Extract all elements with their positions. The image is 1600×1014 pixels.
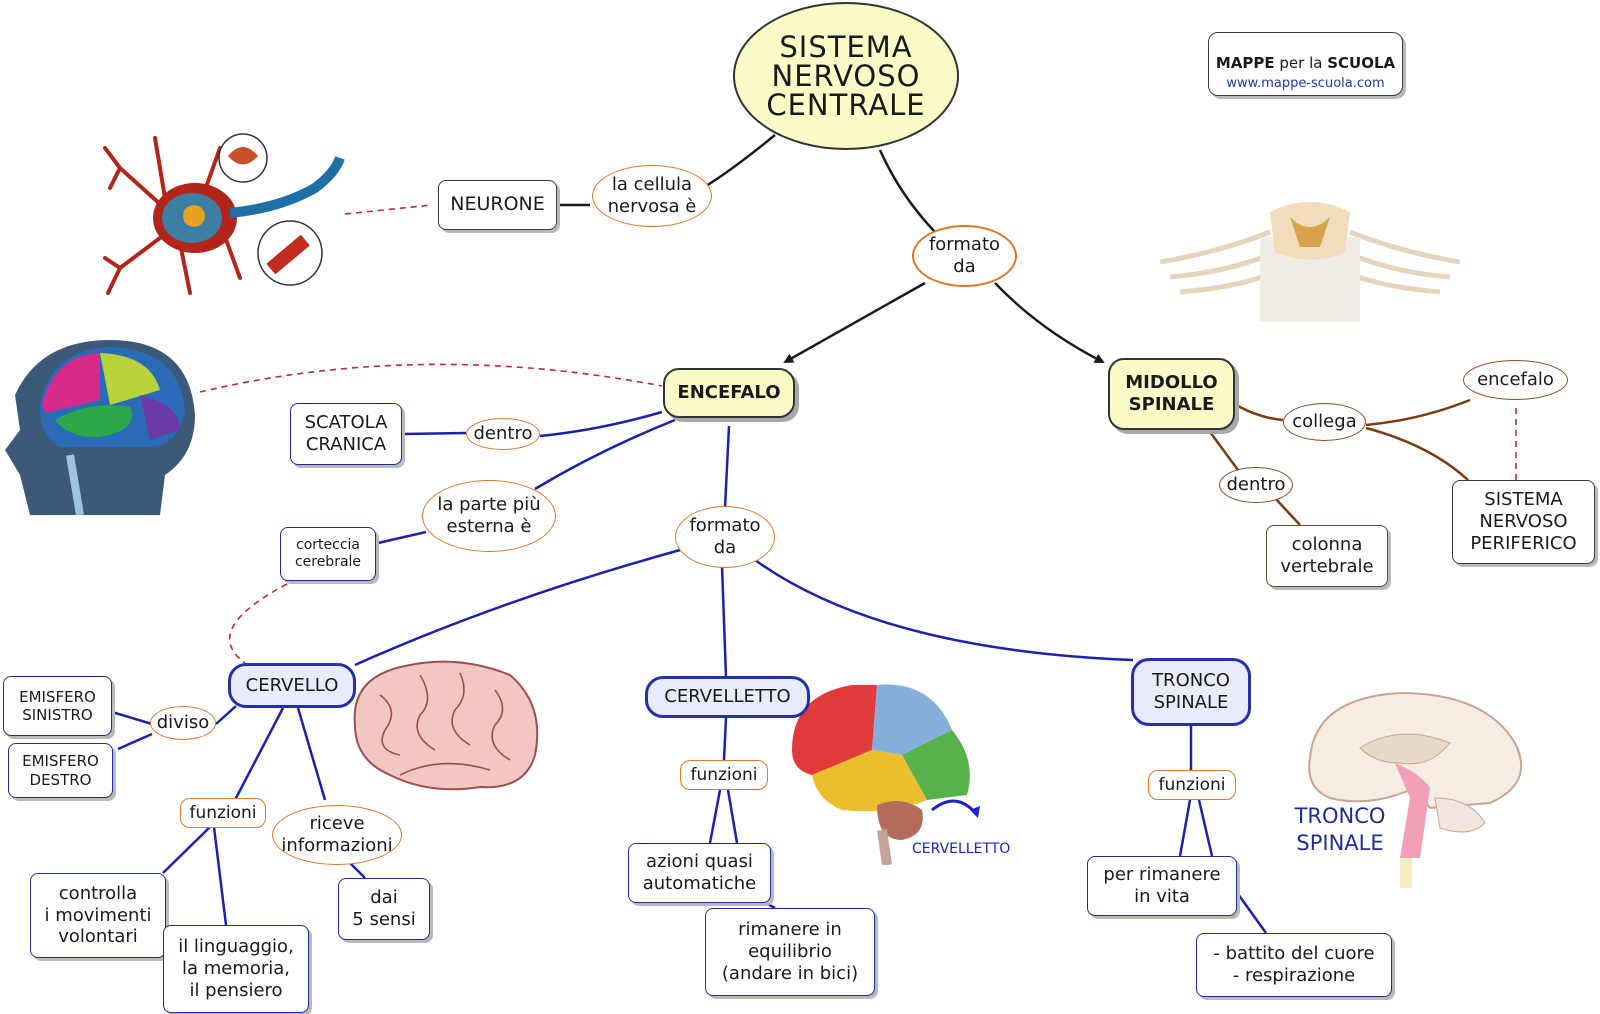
encefalo-node[interactable]: ENCEFALO <box>663 368 795 418</box>
cervelletto-caption: CERVELLETTO <box>912 841 1010 857</box>
brain-lobes-illustration: CERVELLETTO <box>792 684 1010 865</box>
funzioni-tronco-label[interactable]: funzioni <box>1148 770 1236 800</box>
linguaggio-node[interactable]: il linguaggio, la memoria, il pensiero <box>163 925 309 1013</box>
rimanere-vita-node[interactable]: per rimanere in vita <box>1087 856 1237 916</box>
controlla-movimenti-node[interactable]: controlla i movimenti volontari <box>30 873 166 958</box>
head-brain-illustration <box>5 340 195 515</box>
parte-esterna-label[interactable]: la parte più esterna è <box>422 480 556 552</box>
brain-section-illustration <box>1308 691 1523 888</box>
brand-url: www.mappe-scuola.com <box>1226 76 1385 92</box>
azioni-automatiche-node[interactable]: azioni quasi automatiche <box>628 843 771 903</box>
collega-label[interactable]: collega <box>1283 403 1366 441</box>
dentro-midollo-label[interactable]: dentro <box>1219 467 1293 503</box>
funzioni-cervello-label[interactable]: funzioni <box>180 798 266 828</box>
cervello-node[interactable]: CERVELLO <box>228 663 356 708</box>
colonna-vertebrale-node[interactable]: colonna vertebrale <box>1266 525 1388 587</box>
sistema-nervoso-periferico-node[interactable]: SISTEMA NERVOSO PERIFERICO <box>1452 480 1595 564</box>
midollo-spinale-node[interactable]: MIDOLLO SPINALE <box>1108 358 1235 430</box>
cervelletto-node[interactable]: CERVELLETTO <box>645 676 810 718</box>
funzioni-cervelletto-label[interactable]: funzioni <box>680 760 768 790</box>
neurone-node[interactable]: NEURONE <box>438 180 557 230</box>
tronco-spinale-node[interactable]: TRONCO SPINALE <box>1131 658 1251 726</box>
cellula-nervosa-label[interactable]: la cellula nervosa è <box>592 165 712 227</box>
battito-respirazione-node[interactable]: - battito del cuore - respirazione <box>1196 933 1392 997</box>
emisfero-destro-node[interactable]: EMISFERO DESTRO <box>8 743 113 798</box>
brand-box[interactable]: MAPPE per la SCUOLA www.mappe-scuola.com <box>1208 32 1403 96</box>
equilibrio-node[interactable]: rimanere in equilibrio (andare in bici) <box>705 908 875 996</box>
cerebrum-illustration <box>353 660 539 791</box>
brand-title: MAPPE per la SCUOLA <box>1215 54 1396 73</box>
tronco-caption: TRONCO SPINALE <box>1294 803 1386 855</box>
cinque-sensi-node[interactable]: dai 5 sensi <box>338 878 430 940</box>
title-node[interactable]: SISTEMA NERVOSO CENTRALE <box>733 2 959 150</box>
formato-da-top-label[interactable]: formato da <box>912 225 1017 287</box>
diviso-label[interactable]: diviso <box>150 706 216 740</box>
formato-da-mid-label[interactable]: formato da <box>675 506 775 568</box>
emisfero-sinistro-node[interactable]: EMISFERO SINISTRO <box>3 676 112 736</box>
neuron-illustration <box>103 133 345 295</box>
riceve-informazioni-label[interactable]: riceve informazioni <box>272 805 402 865</box>
spinal-cord-illustration <box>1160 202 1460 322</box>
scatola-cranica-node[interactable]: SCATOLA CRANICA <box>290 403 402 465</box>
corteccia-node[interactable]: corteccia cerebrale <box>280 527 376 581</box>
encefalo-small-label[interactable]: encefalo <box>1463 360 1568 400</box>
dentro-encefalo-label[interactable]: dentro <box>466 418 540 450</box>
